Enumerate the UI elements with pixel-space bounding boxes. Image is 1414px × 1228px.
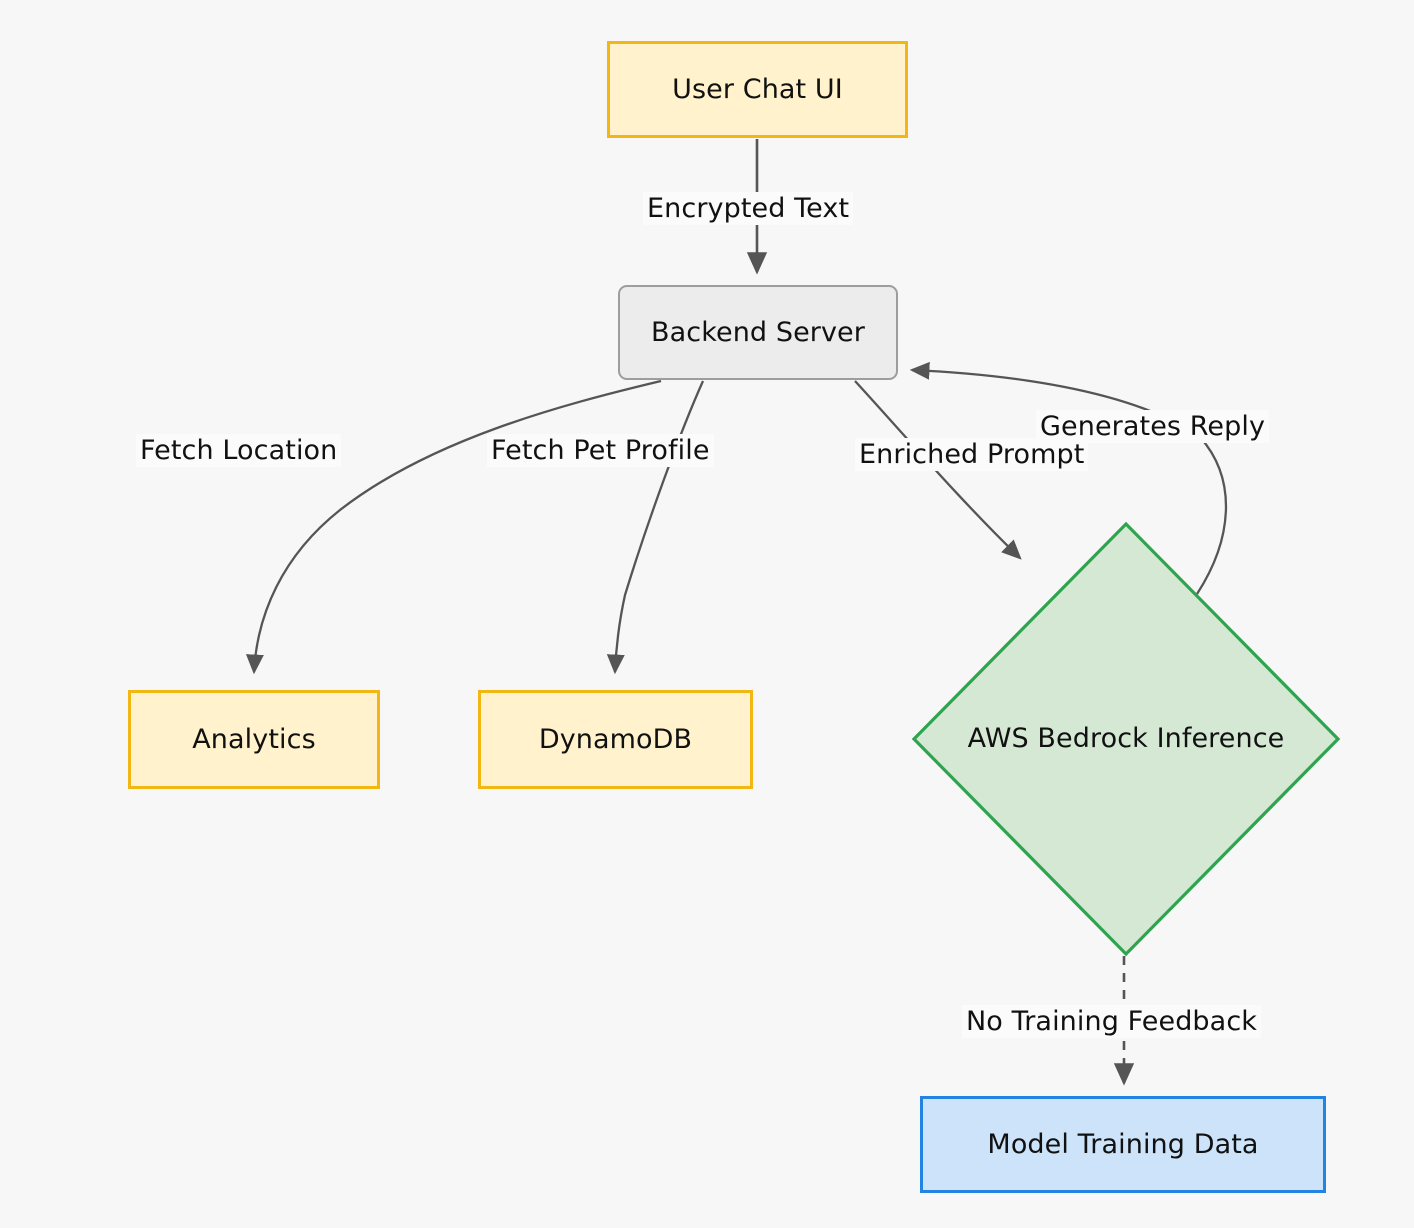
node-model-training-data-label: Model Training Data	[987, 1128, 1259, 1160]
node-dynamodb-label: DynamoDB	[538, 723, 693, 755]
node-backend-server-label: Backend Server	[651, 316, 865, 348]
node-analytics-label: Analytics	[192, 723, 316, 755]
node-user-chat-ui[interactable]: User Chat UI	[607, 41, 908, 138]
edge-label-fetch-location: Fetch Location	[136, 434, 342, 468]
edge-label-enriched-prompt: Enriched Prompt	[855, 438, 1089, 472]
edge-backend-server-to-analytics	[245, 379, 662, 675]
edge-label-no-training-feedback: No Training Feedback	[962, 1005, 1261, 1039]
edge-label-encrypted-text: Encrypted Text	[643, 192, 854, 226]
node-analytics[interactable]: Analytics	[128, 690, 380, 789]
edge-label-generates-reply: Generates Reply	[1036, 410, 1270, 444]
node-aws-bedrock-inference-label: AWS Bedrock Inference	[967, 723, 1285, 755]
node-user-chat-ui-label: User Chat UI	[672, 73, 843, 105]
node-backend-server[interactable]: Backend Server	[618, 285, 898, 380]
node-dynamodb[interactable]: DynamoDB	[478, 690, 753, 789]
edge-backend-server-to-dynamodb	[606, 380, 705, 675]
node-aws-bedrock-inference[interactable]: AWS Bedrock Inference	[911, 521, 1341, 957]
node-model-training-data[interactable]: Model Training Data	[920, 1096, 1326, 1193]
diamond-shape	[911, 521, 1341, 957]
edge-label-fetch-pet-profile: Fetch Pet Profile	[487, 434, 714, 468]
